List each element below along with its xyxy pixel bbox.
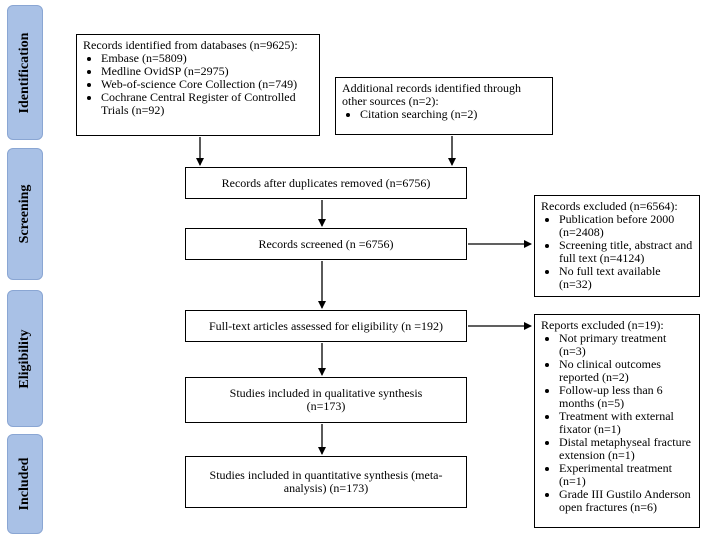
list-item: No full text available (n=32) [559,265,693,291]
phase-included: Included [7,434,43,534]
phase-eligibility: Eligibility [7,290,43,427]
list-item: Not primary treatment (n=3) [559,332,693,358]
records-excluded-box: Records excluded (n=6564): Publication b… [534,195,700,297]
fulltext-assessed-text: Full-text articles assessed for eligibil… [208,318,444,333]
qualitative-synthesis-text: Studies included in qualitative synthesi… [229,386,423,413]
other-sources-box: Additional records identified through ot… [335,77,553,135]
qualitative-synthesis-box: Studies included in qualitative synthesi… [185,377,467,423]
fulltext-assessed-box: Full-text articles assessed for eligibil… [185,310,467,342]
list-item: Grade III Gustilo Anderson open fracture… [559,488,693,514]
list-item: No clinical outcomes reported (n=2) [559,358,693,384]
records-screened-box: Records screened (n =6756) [185,228,467,260]
reports-excluded-heading: Reports excluded (n=19): [541,318,664,332]
list-item: Screening title, abstract and full text … [559,239,693,265]
phase-identification: Identification [7,5,43,140]
duplicates-removed-box: Records after duplicates removed (n=6756… [185,167,467,199]
phase-screening: Screening [7,148,43,280]
list-item: Citation searching (n=2) [360,108,546,121]
list-item: Experimental treatment (n=1) [559,462,693,488]
list-item: Web-of-science Core Collection (n=749) [101,78,313,91]
reports-excluded-box: Reports excluded (n=19): Not primary tre… [534,314,700,528]
list-item: Cochrane Central Register of Controlled … [101,91,313,117]
databases-list: Embase (n=5809) Medline OvidSP (n=2975) … [83,52,313,117]
other-sources-heading: Additional records identified through ot… [342,81,521,108]
list-item: Medline OvidSP (n=2975) [101,65,313,78]
records-excluded-list: Publication before 2000 (n=2408) Screeni… [541,213,693,291]
duplicates-removed-text: Records after duplicates removed (n=6756… [221,175,431,190]
list-item: Treatment with external fixator (n=1) [559,410,693,436]
records-screened-text: Records screened (n =6756) [258,236,394,251]
quantitative-synthesis-text: Studies included in quantitative synthes… [209,468,443,495]
list-item: Embase (n=5809) [101,52,313,65]
databases-heading: Records identified from databases (n=962… [83,38,298,52]
databases-box: Records identified from databases (n=962… [76,34,320,136]
list-item: Publication before 2000 (n=2408) [559,213,693,239]
quantitative-synthesis-box: Studies included in quantitative synthes… [185,456,467,508]
reports-excluded-list: Not primary treatment (n=3) No clinical … [541,332,693,514]
other-sources-list: Citation searching (n=2) [342,108,546,121]
list-item: Distal metaphyseal fracture extension (n… [559,436,693,462]
list-item: Follow-up less than 6 months (n=5) [559,384,693,410]
records-excluded-heading: Records excluded (n=6564): [541,199,678,213]
